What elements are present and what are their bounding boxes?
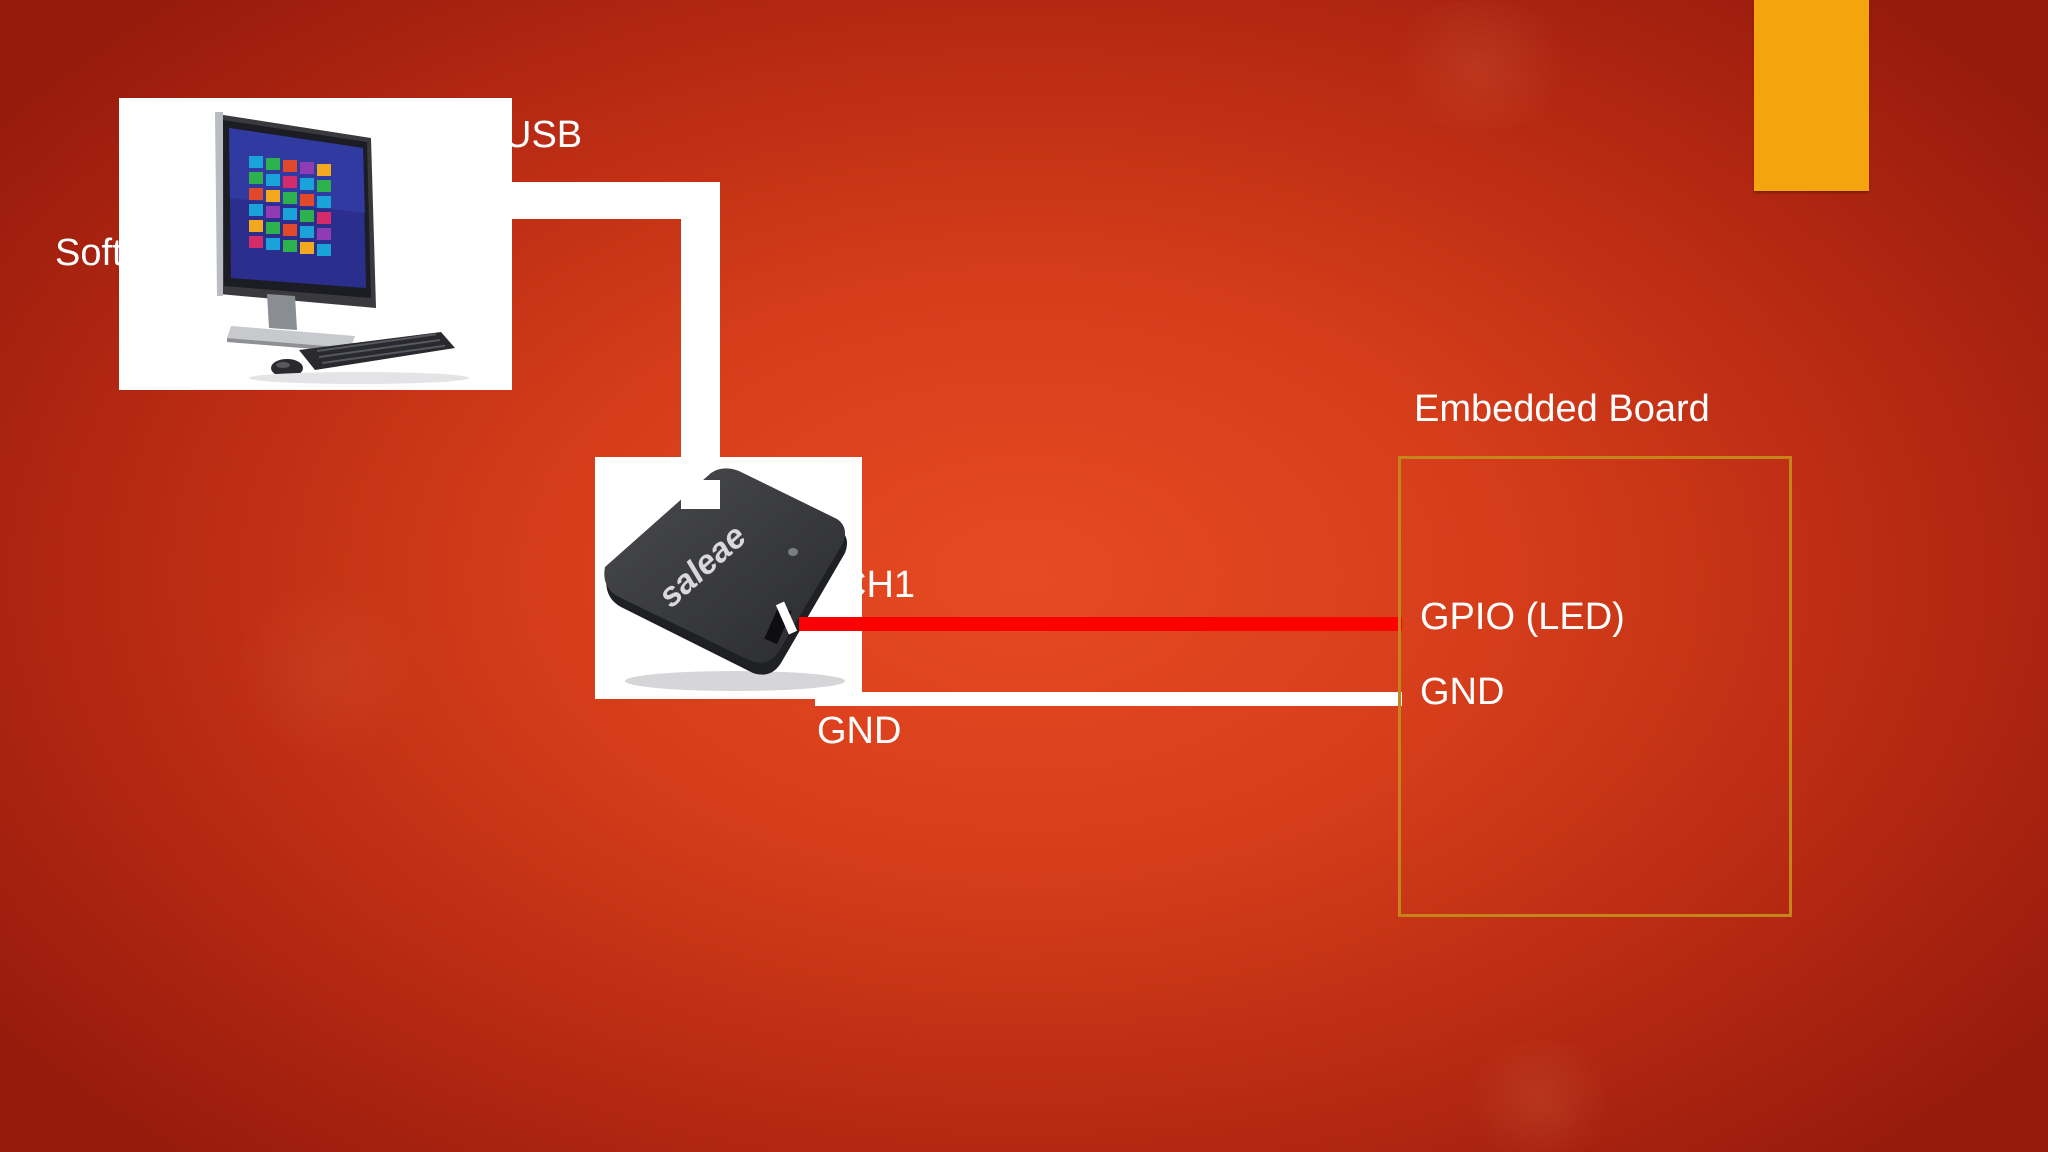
ch1-label: CH1 — [839, 564, 916, 606]
background-glow — [1380, 0, 1580, 130]
all-in-one-pc-icon — [215, 112, 469, 384]
embedded-board — [1398, 456, 1792, 917]
board-title: Embedded Board — [1414, 388, 1710, 430]
analyzer-gnd-label: GND — [817, 710, 902, 752]
background-glow — [230, 580, 430, 760]
usb-label: USB — [504, 114, 583, 156]
ground-wire-stub — [815, 690, 825, 706]
logic-analyzer-image: saleae — [595, 457, 862, 699]
usb-plug — [681, 480, 720, 509]
ground-wire — [815, 692, 1402, 706]
logic-analyzer-icon: saleae — [604, 468, 847, 691]
computer-image — [119, 98, 512, 390]
gpio-label: GPIO (LED) — [1420, 596, 1625, 638]
background-glow — [1460, 1040, 1620, 1152]
usb-cable-vertical — [681, 182, 720, 509]
board-gnd-label: GND — [1420, 671, 1505, 713]
signal-wire — [799, 617, 1402, 631]
accent-tab — [1754, 0, 1869, 191]
